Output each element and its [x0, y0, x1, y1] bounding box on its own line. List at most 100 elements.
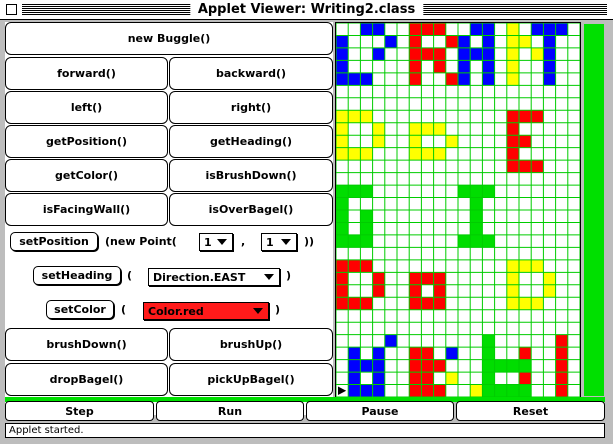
grid-cell [372, 284, 385, 298]
right-button[interactable]: right() [169, 91, 333, 124]
grid-cell [409, 47, 422, 61]
position-y-value: 1 [266, 235, 274, 249]
grid-cell [482, 372, 495, 385]
chevron-down-icon [264, 274, 274, 280]
grid-cell [482, 60, 495, 73]
grid-cell [433, 359, 446, 373]
grid-cell [506, 135, 519, 148]
grid-cell [543, 272, 556, 285]
pause-button[interactable]: Pause [306, 401, 454, 421]
set-color-open-label: ( [121, 303, 127, 316]
grid-cell [433, 147, 446, 161]
grid-cell [336, 110, 349, 123]
grid-cell [531, 297, 544, 310]
grid-cell [409, 372, 422, 385]
drop-bagel-button[interactable]: dropBagel() [5, 363, 168, 396]
grid-cell [506, 72, 519, 86]
grid-cell [506, 259, 519, 273]
is-over-bagel-button[interactable]: isOverBagel() [169, 193, 333, 226]
grid-cell [543, 60, 556, 73]
buggle-icon[interactable] [338, 386, 347, 395]
grid-cell [555, 372, 568, 385]
set-position-comma-label: , [241, 235, 246, 248]
grid-cell [409, 384, 422, 397]
get-color-button[interactable]: getColor() [5, 159, 168, 192]
heading-select[interactable]: Direction.EAST [148, 268, 280, 286]
grid-cell [543, 284, 556, 298]
pick-up-bagel-button[interactable]: pickUpBagel() [169, 363, 333, 396]
is-brush-down-button[interactable]: isBrushDown() [169, 159, 333, 192]
grid-cell [506, 272, 519, 285]
grid-cell [360, 110, 373, 123]
set-color-button[interactable]: setColor [46, 300, 114, 319]
grid-cell [506, 122, 519, 136]
backward-button[interactable]: backward() [169, 57, 333, 90]
get-position-button[interactable]: getPosition() [5, 125, 168, 158]
set-position-button[interactable]: setPosition [10, 232, 98, 251]
left-button[interactable]: left() [5, 91, 168, 124]
grid-cell [555, 334, 568, 348]
grid-cell [433, 284, 446, 298]
brush-down-button[interactable]: brushDown() [5, 328, 168, 361]
grid-cell [336, 147, 349, 161]
set-heading-button[interactable]: setHeading [33, 266, 121, 285]
position-y-select[interactable]: 1 [261, 233, 297, 251]
grid-cell [372, 47, 385, 61]
grid-cell [543, 23, 556, 36]
grid-cell [470, 185, 483, 198]
grid-cell [336, 122, 349, 136]
grid-cell [336, 197, 349, 210]
grid-cell [348, 372, 361, 385]
grid-cell [458, 234, 471, 248]
grid-cell [348, 297, 361, 310]
close-box-icon[interactable] [6, 4, 17, 15]
brush-up-button[interactable]: brushUp() [169, 328, 333, 361]
grid-cell [445, 72, 458, 86]
grid-cell [348, 110, 361, 123]
grid-cell [458, 185, 471, 198]
grid-canvas [336, 23, 580, 397]
grid-cell [360, 384, 373, 397]
title-bar[interactable]: Applet Viewer: Writing2.class [0, 0, 613, 20]
grid-cell [433, 60, 446, 73]
grid-cell [519, 347, 532, 360]
grid-cell [506, 160, 519, 173]
grid-cell [372, 23, 385, 36]
grid-cell [433, 272, 446, 285]
grid-cell [336, 185, 349, 198]
set-color-close-label: ) [275, 303, 281, 316]
color-select[interactable]: Color.red [143, 302, 269, 320]
grid-cell [494, 384, 507, 397]
run-button[interactable]: Run [156, 401, 304, 421]
applet-frame: new Buggle() forward() backward() left()… [0, 20, 613, 444]
new-buggle-button[interactable]: new Buggle() [5, 22, 333, 55]
grid-cell [433, 23, 446, 36]
grid-cell [421, 384, 434, 397]
grid-cell [336, 272, 349, 285]
grid-cell [458, 47, 471, 61]
grid-cell [506, 23, 519, 36]
grid-cell [482, 35, 495, 48]
reset-button[interactable]: Reset [456, 401, 605, 421]
buggle-world-grid[interactable] [335, 22, 581, 398]
grid-cell [506, 35, 519, 48]
grid-cell [531, 23, 544, 36]
grid-cell [409, 60, 422, 73]
grid-cell [519, 359, 532, 373]
grid-cell [360, 185, 373, 198]
grid-cell [543, 72, 556, 86]
forward-button[interactable]: forward() [5, 57, 168, 90]
is-facing-wall-button[interactable]: isFacingWall() [5, 193, 168, 226]
grid-cell [433, 47, 446, 61]
grid-cell [336, 135, 349, 148]
get-heading-button[interactable]: getHeading() [169, 125, 333, 158]
grid-cell [506, 60, 519, 73]
grid-cell [519, 35, 532, 48]
grid-cell [372, 347, 385, 360]
set-heading-close-label: ) [286, 269, 292, 282]
grid-cell [421, 347, 434, 360]
grid-cell [348, 72, 361, 86]
set-position-close-label: )) [304, 235, 315, 248]
position-x-select[interactable]: 1 [199, 233, 233, 251]
step-button[interactable]: Step [5, 401, 154, 421]
